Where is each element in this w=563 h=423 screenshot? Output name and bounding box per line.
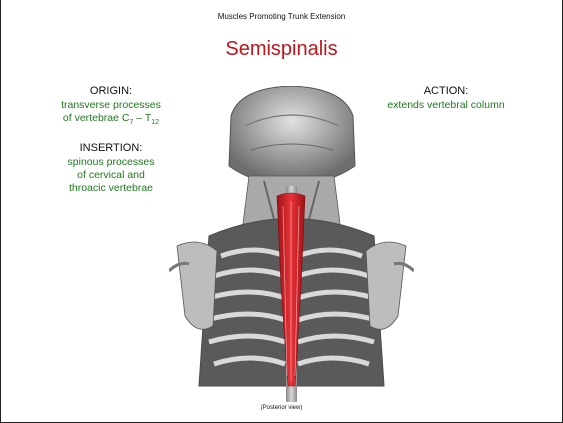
scapula-right <box>366 242 414 329</box>
view-caption: (Posterior view) <box>1 405 562 411</box>
insertion-value: spinous processes of cervical and throac… <box>36 156 186 195</box>
insertion-line-1: spinous processes <box>36 156 186 169</box>
insertion-line-2: of cervical and <box>36 169 186 182</box>
insertion-line-3: throacic vertebrae <box>36 182 186 195</box>
origin-line-2: of vertebrae C7 – T12 <box>31 112 191 129</box>
skull-shape <box>229 86 355 186</box>
scapula-left <box>169 242 217 329</box>
insertion-heading: INSERTION: <box>41 142 181 154</box>
origin-value: transverse processes of vertebrae C7 – T… <box>31 99 191 129</box>
origin-line-1: transverse processes <box>31 99 191 112</box>
slide-title: Semispinalis <box>1 38 562 61</box>
slide-topic: Muscles Promoting Trunk Extension <box>1 12 562 21</box>
semispinalis-illustration <box>169 86 414 402</box>
origin-heading: ORIGIN: <box>41 85 181 97</box>
